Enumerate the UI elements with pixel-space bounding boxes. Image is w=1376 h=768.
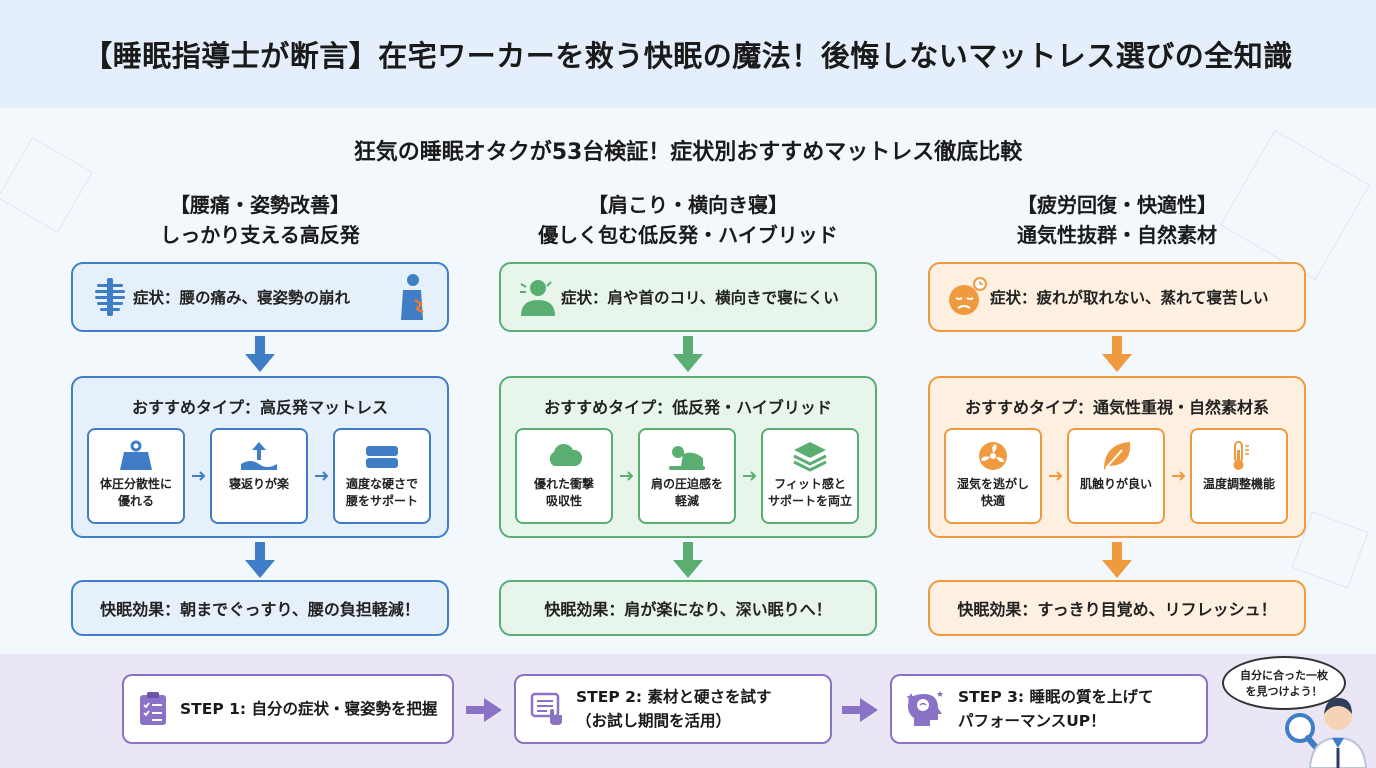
feature-card: 適度な硬さで 腰をサポート [333, 428, 431, 524]
back-pain-person-icon [401, 274, 424, 320]
column-title: 【腰痛・姿勢改善】 しっかり支える高反発 [160, 193, 360, 247]
feature-card: フィット感と サポートを両立 [761, 428, 859, 524]
weight-icon [120, 440, 152, 470]
steps-band: STEP 1: 自分の症状・寝姿勢を把握 STEP 2: 素材と硬さを試す （お… [0, 654, 1376, 768]
effect-box: 快眠効果：朝までぐっすり、腰の負担軽減！ [71, 580, 449, 636]
step-2: STEP 2: 素材と硬さを試す （お試し期間を活用） [514, 674, 832, 744]
feature-card: 優れた衝撃 吸収性 [515, 428, 613, 524]
step-text: STEP 3: 睡眠の質を上げて パフォーマンスUP！ [958, 688, 1154, 730]
effect-box: 快眠効果：肩が楽になり、深い眠りへ！ [499, 580, 877, 636]
step-text: STEP 1: 自分の症状・寝姿勢を把握 [180, 700, 438, 718]
cloud-icon [549, 443, 583, 466]
layers-icon [793, 442, 827, 472]
feature-card: 温度調整機能 [1190, 428, 1288, 524]
turn-over-icon [241, 442, 277, 470]
arrow-down-icon [245, 336, 275, 372]
feature-card: 肩の圧迫感を 軽減 [638, 428, 736, 524]
leaf-icon [1104, 442, 1131, 470]
feature-card: 肌触りが良い [1067, 428, 1165, 524]
recommend-title: おすすめタイプ：高反発マットレス [131, 398, 388, 417]
thermometer-icon [1233, 441, 1249, 470]
column-title: 【肩こり・横向き寝】 優しく包む低反発・ハイブリッド [538, 193, 838, 247]
tired-face-clock-icon [949, 277, 987, 315]
feature-card: 体圧分散性に 優れる [87, 428, 185, 524]
arrow-down-icon [673, 336, 703, 372]
chevron-right-icon [1049, 471, 1063, 481]
checklist-icon [140, 692, 166, 725]
brain-stars-icon [906, 691, 943, 726]
chevron-right-icon [1172, 471, 1186, 481]
chevron-right-icon [620, 471, 634, 481]
step-1: STEP 1: 自分の症状・寝姿勢を把握 [122, 674, 454, 744]
column-fatigue: 【疲労回復・快適性】 通気性抜群・自然素材 症状：疲れが取れない、蒸れて寝苦しい… [928, 190, 1306, 636]
feature-row: 体圧分散性に 優れる 寝返りが楽 適度な硬さで 腰をサポート [87, 428, 431, 524]
effect-text: 快眠効果：肩が楽になり、深い眠りへ！ [544, 600, 832, 619]
chevron-right-icon [192, 471, 206, 481]
arrow-right-icon [466, 698, 502, 722]
arrow-down-icon [673, 542, 703, 578]
fan-icon [979, 442, 1007, 470]
effect-text: 快眠効果：すっきり目覚め、リフレッシュ！ [957, 600, 1277, 619]
header-band: 【睡眠指導士が断言】在宅ワーカーを救う快眠の魔法！後悔しないマットレス選びの全知… [0, 0, 1376, 108]
symptom-box: 症状：疲れが取れない、蒸れて寝苦しい [928, 262, 1306, 332]
symptom-text: 症状：肩や首のコリ、横向きで寝にくい [561, 289, 839, 307]
speech-bubble: 自分に合った一枚 を見つけよう！ [1222, 656, 1346, 710]
recommend-title: おすすめタイプ：低反発・ハイブリッド [544, 398, 832, 417]
step-3: STEP 3: 睡眠の質を上げて パフォーマンスUP！ [890, 674, 1208, 744]
feature-card: 湿気を逃がし 快適 [944, 428, 1042, 524]
page-title: 【睡眠指導士が断言】在宅ワーカーを救う快眠の魔法！後悔しないマットレス選びの全知… [83, 39, 1293, 73]
doctor-magnifier-icon [1285, 698, 1368, 768]
touch-test-icon [530, 692, 562, 725]
column-back-pain: 【腰痛・姿勢改善】 しっかり支える高反発 症状：腰の痛み、寝姿勢の崩れ おすすめ… [71, 190, 449, 636]
step-text: STEP 2: 素材と硬さを試す （お試し期間を活用） [576, 688, 772, 730]
recommend-box: おすすめタイプ：通気性重視・自然素材系 湿気を逃がし 快適 肌触りが良い 温度調… [928, 376, 1306, 538]
feature-card: 寝返りが楽 [210, 428, 308, 524]
feature-row: 湿気を逃がし 快適 肌触りが良い 温度調整機能 [944, 428, 1288, 524]
arrow-right-icon [842, 698, 878, 722]
chevron-right-icon [315, 471, 329, 481]
effect-box: 快眠効果：すっきり目覚め、リフレッシュ！ [928, 580, 1306, 636]
page-subtitle: 狂気の睡眠オタクが53台検証！症状別おすすめマットレス徹底比較 [353, 140, 1023, 165]
arrow-down-icon [1102, 336, 1132, 372]
symptom-box: 症状：腰の痛み、寝姿勢の崩れ [71, 262, 449, 332]
mattress-icon [366, 446, 398, 468]
symptom-text: 症状：疲れが取れない、蒸れて寝苦しい [990, 289, 1269, 307]
column-stiff-shoulder: 【肩こり・横向き寝】 優しく包む低反発・ハイブリッド 症状：肩や首のコリ、横向き… [499, 190, 877, 636]
symptom-box: 症状：肩や首のコリ、横向きで寝にくい [499, 262, 877, 332]
recommend-box: おすすめタイプ：高反発マットレス 体圧分散性に 優れる 寝返りが楽 適度な硬さで… [71, 376, 449, 538]
arrow-down-icon [1102, 542, 1132, 578]
side-sleeper-icon [669, 446, 705, 470]
chevron-right-icon [743, 471, 757, 481]
stiff-shoulder-person-icon [520, 280, 555, 316]
recommend-title: おすすめタイプ：通気性重視・自然素材系 [964, 398, 1269, 417]
symptom-text: 症状：腰の痛み、寝姿勢の崩れ [133, 289, 351, 307]
feature-row: 優れた衝撃 吸収性 肩の圧迫感を 軽減 フィット感と サポートを両立 [515, 428, 859, 524]
column-title: 【疲労回復・快適性】 通気性抜群・自然素材 [1017, 193, 1217, 247]
spine-icon [95, 278, 125, 316]
effect-text: 快眠効果：朝までぐっすり、腰の負担軽減！ [100, 600, 420, 619]
recommend-box: おすすめタイプ：低反発・ハイブリッド 優れた衝撃 吸収性 肩の圧迫感を 軽減 フ… [499, 376, 877, 538]
arrow-down-icon [245, 542, 275, 578]
